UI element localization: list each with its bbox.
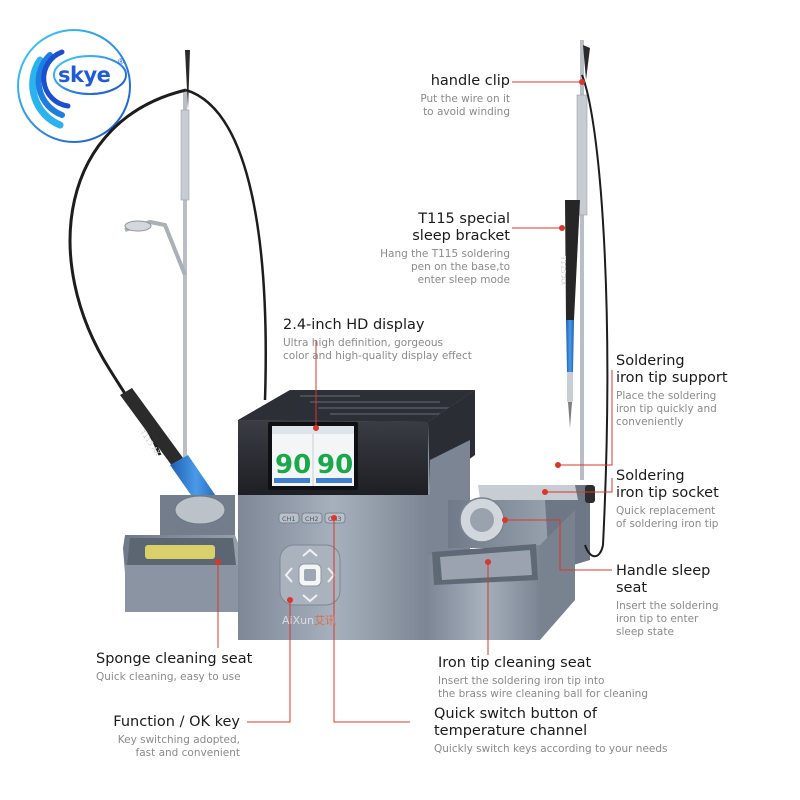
callout-desc: conveniently [616, 416, 684, 428]
callout-title: iron tip socket [616, 485, 719, 501]
callout-title: handle clip [430, 73, 510, 89]
callout-desc: fast and convenient [135, 747, 240, 759]
callout-tip-clean: Iron tip cleaning seat Insert the solder… [438, 655, 678, 701]
callout-desc: Quick cleaning, easy to use [96, 671, 241, 683]
leader-lines [217, 81, 613, 723]
callout-sponge: Sponge cleaning seat Quick cleaning, eas… [96, 651, 276, 684]
callout-title: Soldering [616, 468, 685, 484]
channel-label-2: CH2 [305, 515, 319, 523]
callout-desc: iron tip quickly and [616, 403, 717, 415]
callout-title: Iron tip cleaning seat [438, 655, 592, 671]
callout-display: 2.4-inch HD display Ultra high definitio… [283, 317, 503, 363]
left-stand [124, 50, 190, 460]
callout-desc: sleep state [616, 626, 674, 638]
leader-dots [215, 79, 585, 603]
sponge-seat [123, 495, 240, 612]
callout-desc: to avoid winding [423, 106, 510, 118]
device-brand: AiXun艾讯 [282, 612, 336, 628]
callout-desc: the brass wire cleaning ball for cleanin… [438, 688, 648, 700]
callout-title: sleep bracket [412, 228, 510, 244]
down-arrow-icon[interactable] [302, 594, 318, 603]
callout-desc: Insert the soldering iron tip into [438, 675, 605, 687]
callout-title: T115 special [418, 211, 510, 227]
logo-registered-mark: ® [118, 57, 124, 66]
callout-desc: enter sleep mode [417, 274, 510, 286]
lcd-screen: 90 90 [268, 422, 358, 490]
dpad [279, 544, 341, 606]
left-handle: T115 AX [68, 88, 267, 525]
callout-desc: Quickly switch keys according to your ne… [434, 743, 668, 755]
callout-desc: pen on the base,to [410, 261, 510, 273]
left-arrow-icon[interactable] [284, 567, 293, 583]
callout-desc: Quick replacement [616, 505, 716, 517]
callout-title: iron tip support [616, 370, 728, 386]
callout-tip-support: Soldering iron tip support Place the sol… [616, 353, 786, 429]
channel-button-1[interactable] [278, 512, 300, 524]
callout-ok-key: Function / OK key Key switching adopted,… [80, 714, 240, 760]
callout-desc: color and high-quality display effect [283, 350, 472, 362]
screen-right-temp: 90 [317, 450, 353, 480]
callout-title: Function / OK key [113, 714, 240, 730]
callout-title: 2.4-inch HD display [283, 317, 425, 333]
brand-name-cn: 艾讯 [314, 614, 337, 627]
callout-desc: of soldering iron tip [616, 518, 719, 530]
callout-desc: iron tip to enter [616, 613, 699, 625]
callout-title: Quick switch button of [434, 706, 597, 722]
right-handle-label: T115 AX [559, 255, 567, 286]
callout-title: Handle sleep [616, 563, 711, 579]
screen-left-temp: 90 [275, 450, 311, 480]
logo-text: skye [58, 63, 111, 87]
skye-logo [17, 29, 131, 143]
channel-label-1: CH1 [282, 515, 296, 523]
callout-tip-socket: Soldering iron tip socket Quick replacem… [616, 468, 786, 531]
callout-title: seat [616, 580, 648, 596]
callout-desc: Ultra high definition, gorgeous [283, 337, 444, 349]
callout-desc: Put the wire on it [420, 93, 510, 105]
callout-title: Sponge cleaning seat [96, 651, 253, 667]
right-station [428, 485, 595, 640]
callout-title: Soldering [616, 353, 685, 369]
channel-button-2[interactable] [301, 512, 323, 524]
callout-quick-switch: Quick switch button of temperature chann… [434, 706, 704, 756]
callout-sleep-seat: Handle sleep seat Insert the soldering i… [616, 563, 786, 639]
brand-name: AiXun [282, 614, 315, 627]
callout-handle-clip: handle clip Put the wire on it to avoid … [380, 73, 510, 119]
callout-sleep-bracket: T115 special sleep bracket Hang the T115… [360, 211, 510, 287]
right-handle: T115 AX [559, 40, 609, 558]
callout-title: temperature channel [434, 723, 588, 739]
callout-desc: Key switching adopted, [117, 734, 240, 746]
up-arrow-icon[interactable] [302, 548, 318, 557]
callout-desc: Hang the T115 soldering [380, 248, 510, 260]
callout-desc: Place the soldering [616, 390, 717, 402]
callout-desc: Insert the soldering [616, 600, 719, 612]
